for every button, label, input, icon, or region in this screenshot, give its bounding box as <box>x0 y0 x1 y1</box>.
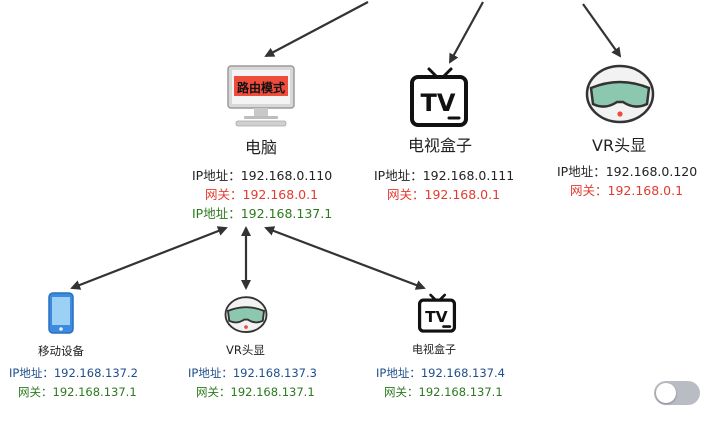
toggle-switch[interactable] <box>654 381 700 405</box>
vr-headset-icon <box>585 64 655 124</box>
toggle-knob[interactable] <box>656 383 676 403</box>
tv-icon: TV <box>410 67 468 127</box>
tv-icon-text: TV <box>425 308 448 326</box>
desktop-computer-icon <box>227 65 295 127</box>
tv-box-small-name: 电视盒子 <box>412 343 456 356</box>
arrow-to-pc <box>264 1 369 57</box>
vr-name: VR头显 <box>592 136 647 155</box>
vr-small-info: IP地址：192.168.137.3 网关：192.168.137.1 <box>188 366 317 399</box>
arrow-pc-mobile <box>70 226 228 290</box>
tv-box-info: IP地址：192.168.0.111 网关：192.168.0.1 <box>374 168 515 202</box>
tv-icon: TV <box>417 293 457 333</box>
tv-icon-text: TV <box>421 89 456 117</box>
mobile-name: 移动设备 <box>38 344 84 358</box>
vr-small-name: VR头显 <box>226 343 265 357</box>
tv-box-small-info: IP地址：192.168.137.4 网关：192.168.137.1 <box>376 366 505 399</box>
tv-box-name: 电视盒子 <box>408 136 473 155</box>
pc-name: 电脑 <box>245 138 278 157</box>
smartphone-icon <box>48 292 74 334</box>
arrow-pc-tv-box <box>264 226 426 290</box>
vr-headset-icon <box>224 296 268 333</box>
pc-info: IP地址：192.168.0.110 网关：192.168.0.1 IP地址：1… <box>192 168 333 221</box>
arrow-to-tv-box <box>449 1 484 64</box>
vr-info: IP地址：192.168.0.120 网关：192.168.0.1 <box>557 164 698 198</box>
arrow-to-vr <box>582 3 622 58</box>
router-mode-tag: 路由模式 <box>236 81 285 95</box>
mobile-info: IP地址：192.168.137.2 网关：192.168.137.1 <box>9 366 138 399</box>
